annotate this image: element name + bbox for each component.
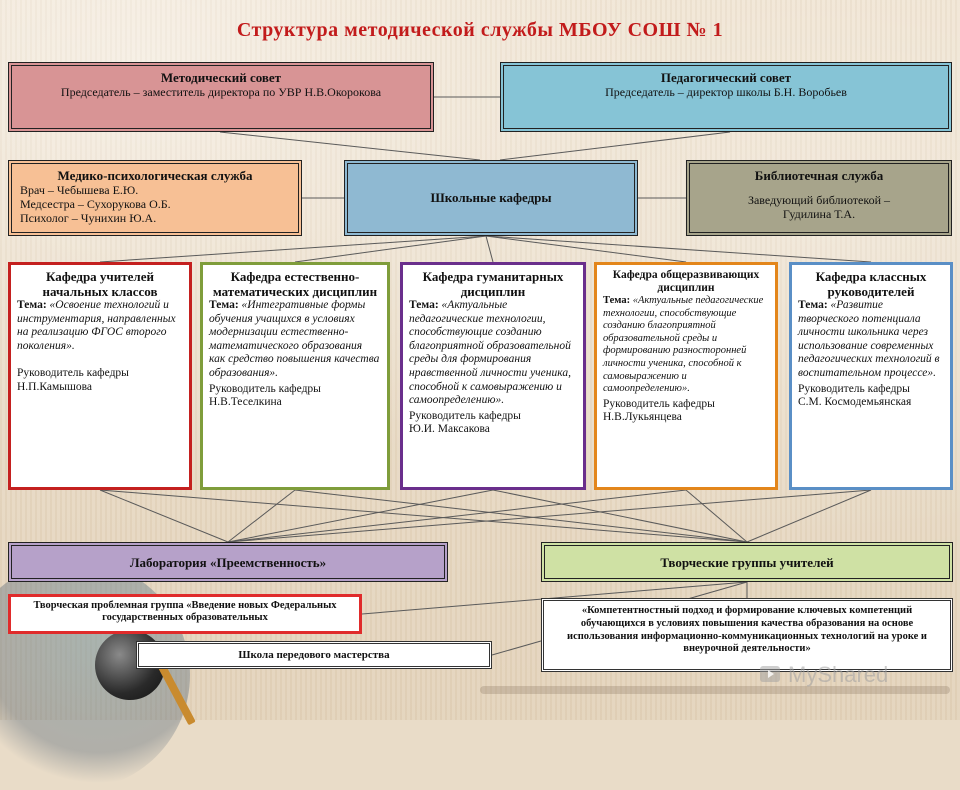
library-service-box: Библиотечная служба Заведующий библиотек… [686,160,952,236]
leader-label: Руководитель кафедры [603,398,769,412]
creative-groups-box: Творческие группы учителей [541,542,953,582]
department-leader: С.М. Космодемьянская [798,396,944,410]
pedagogical-council-box: Педагогический совет Председатель – дире… [500,62,952,132]
connector-kaf-d3 [486,236,493,262]
problem-group-text: Творческая проблемная группа «Введение н… [33,600,336,623]
connector-d1-tg [100,490,747,542]
department-humanities-box: Кафедра гуманитарных дисциплин Тема: «Ак… [400,262,586,490]
leader-label: Руководитель кафедры [798,383,944,397]
theme-label: Тема: [209,299,239,311]
leader-label: Руководитель кафедры [409,410,577,424]
department-primary-box: Кафедра учителей начальных классов Тема:… [8,262,192,490]
department-leader: Ю.И. Максакова [409,423,577,437]
med-psych-service-heading: Медико-психологическая служба [20,168,290,183]
school-mastery-text: Школа передового мастерства [238,649,389,661]
department-heading: Кафедра классных руководителей [798,269,944,299]
leader-label: Руководитель кафедры [209,383,381,397]
department-heading: Кафедра естественно-математических дисци… [209,269,381,299]
school-mastery-box: Школа передового мастерства [136,641,492,669]
leader-label: Руководитель кафедры [17,367,183,381]
theme-label: Тема: [603,295,630,306]
problem-group-box: Творческая проблемная группа «Введение н… [8,594,362,634]
department-heading: Кафедра гуманитарных дисциплин [409,269,577,299]
connector-kaf-d5 [486,236,871,262]
med-psych-psychologist: Психолог – Чунихин Ю.А. [20,211,290,225]
connector-d5-lab [228,490,871,542]
watermark-icon [758,662,782,686]
pedagogical-council-chair: Председатель – директор школы Б.Н. Вороб… [512,85,940,99]
connector-d2-lab [228,490,295,542]
department-leader: Н.В.Теселкина [209,396,381,410]
connector-d1-lab [100,490,228,542]
laboratory-heading: Лаборатория «Преемственность» [20,555,436,570]
competence-box: «Компетентностный подход и формирование … [541,598,953,672]
library-head-label: Заведующий библиотекой – [698,193,940,207]
connector-ped-to-kaf [500,132,730,160]
department-leader: Н.П.Камышова [17,381,183,395]
connector-d4-lab [228,490,686,542]
connector-kaf-d2 [295,236,486,262]
page-title: Структура методической службы МБОУ СОШ №… [0,19,960,42]
department-science-box: Кафедра естественно-математических дисци… [200,262,390,490]
school-departments-heading: Школьные кафедры [356,190,626,205]
theme-label: Тема: [798,299,828,311]
connector-kaf-d4 [486,236,686,262]
theme-label: Тема: [17,299,47,311]
methodical-council-box: Методический совет Председатель – замест… [8,62,434,132]
methodical-council-heading: Методический совет [20,70,422,85]
school-departments-box: Школьные кафедры [344,160,638,236]
library-service-heading: Библиотечная служба [698,168,940,183]
connector-d4-tg [686,490,747,542]
department-general-box: Кафедра общеразвивающих дисциплин Тема: … [594,262,778,490]
connector-method-to-kaf [220,132,480,160]
methodical-council-chair: Председатель – заместитель директора по … [20,85,422,99]
laboratory-box: Лаборатория «Преемственность» [8,542,448,582]
department-heading: Кафедра общеразвивающих дисциплин [603,269,769,295]
watermark-text: MyShared [788,662,888,688]
department-theme: «Актуальные педагогические технологии, с… [603,295,763,394]
med-psych-nurse: Медсестра – Сухорукова О.Б. [20,197,290,211]
department-class-teachers-box: Кафедра классных руководителей Тема: «Ра… [789,262,953,490]
connector-d5-tg [747,490,871,542]
library-head-name: Гудилина Т.А. [698,207,940,221]
connector-kaf-d1 [100,236,486,262]
department-heading: Кафедра учителей начальных классов [17,269,183,299]
competence-text: «Компетентностный подход и формирование … [567,605,927,654]
theme-label: Тема: [409,299,439,311]
department-theme: «Актуальные педагогические технологии, с… [409,299,571,406]
department-leader: Н.В.Лукьянцева [603,411,769,425]
creative-groups-heading: Творческие группы учителей [553,555,941,570]
pedagogical-council-heading: Педагогический совет [512,70,940,85]
med-psych-doctor: Врач – Чебышева Е.Ю. [20,183,290,197]
med-psych-service-box: Медико-психологическая служба Врач – Чеб… [8,160,302,236]
